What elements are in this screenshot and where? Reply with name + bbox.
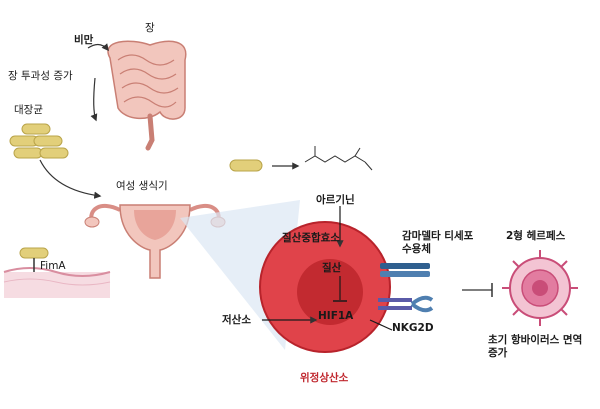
arrow-permeability (90, 77, 98, 122)
label-nitrate: 질산 (322, 262, 342, 274)
label-obesity: 비만 (74, 34, 94, 46)
label-gamma-delta: 감마델타 티세포 수용체 (402, 230, 474, 256)
uterus-icon (84, 203, 226, 279)
molecule-icon (304, 146, 373, 171)
label-permeability: 장 투과성 증가 (8, 70, 73, 82)
label-ecoli: 대장균 (14, 104, 43, 116)
label-arginine: 아르기닌 (316, 194, 355, 206)
bacteria-icon (9, 123, 69, 159)
bacteria-icon (229, 159, 263, 172)
fima-tissue (3, 247, 111, 298)
label-intestine: 장 (145, 22, 155, 34)
label-hif1a: HIF1A (318, 310, 354, 322)
intestine-icon (107, 40, 187, 151)
label-herpes: 2형 헤르페스 (506, 230, 566, 242)
virus-icon (502, 250, 578, 326)
label-fima: FimA (40, 260, 66, 272)
receptor-icon (378, 263, 434, 313)
arrow-obesity (87, 43, 109, 52)
label-stem-cell: 위정상산소 (300, 372, 349, 384)
label-hypoxia: 저산소 (222, 314, 251, 326)
label-female-tract: 여성 생식기 (116, 180, 168, 192)
label-nkg2d: NKG2D (392, 322, 434, 334)
label-nos: 질산중합효소 (282, 232, 340, 244)
arrow-to-female (39, 159, 102, 199)
label-immunity: 초기 항바이러스 면역 증가 (488, 334, 583, 360)
inhibit-nkg2d (369, 319, 393, 331)
